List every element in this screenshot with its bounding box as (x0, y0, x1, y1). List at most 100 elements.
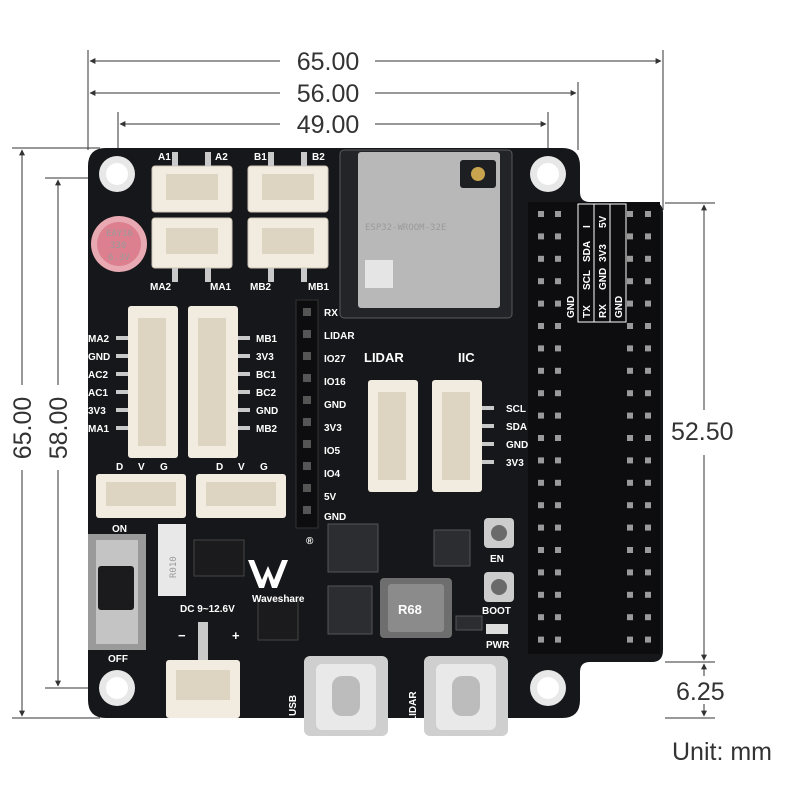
dim-top-inner: 49.00 (297, 111, 360, 139)
gpio-pin (538, 591, 544, 598)
gpio-pin (538, 278, 544, 285)
gpio-pin (627, 367, 633, 374)
lidar-iic-connectors (368, 380, 494, 492)
dim-left-overall: 65.00 (9, 397, 37, 460)
servo-b-g: G (260, 462, 268, 473)
gpio-label: SDA (582, 241, 593, 262)
pin-label: AC2 (88, 370, 108, 381)
switch-on: ON (112, 524, 127, 535)
brand-registered: ® (306, 536, 314, 547)
left-connectors (116, 306, 250, 458)
gpio-pin (555, 278, 561, 285)
label-pwr: PWR (486, 640, 510, 651)
brand-name: Waveshare (252, 594, 305, 605)
mounting-holes (99, 156, 566, 706)
gpio-pin (627, 211, 633, 217)
gpio-pin (555, 211, 561, 217)
module-label: ESP32-WROOM-32E (365, 223, 446, 233)
gpio-pin (555, 614, 561, 621)
gpio-pin (538, 412, 544, 419)
gpio-pin (627, 569, 633, 576)
power-components (158, 524, 299, 641)
iic-scl: SCL (506, 404, 526, 415)
cap-line1: EAY16 (106, 229, 133, 239)
io-label: 3V3 (324, 423, 342, 434)
gpio-pin (645, 255, 651, 262)
section-iic: IIC (458, 350, 475, 365)
gpio-label: 3V3 (598, 244, 609, 262)
gpio-pin (627, 278, 633, 285)
waveshare-logo (248, 560, 288, 588)
inductor-label: R68 (398, 602, 422, 617)
gpio-pin (538, 345, 544, 352)
gpio-label: GND (566, 296, 577, 318)
gpio-pin (645, 323, 651, 329)
pin-label: BC2 (256, 388, 276, 399)
label-a2: A2 (215, 152, 228, 163)
gpio-label: RX (598, 304, 609, 318)
gpio-pin (627, 457, 633, 464)
pin-label: GND (256, 406, 278, 417)
left-connector-a-labels: MA2 GND AC2 AC1 3V3 MA1 (88, 334, 110, 435)
pin-label: MB2 (256, 424, 278, 435)
gpio-label: 5V (598, 215, 609, 228)
gpio-pin (555, 233, 561, 240)
label-b2: B2 (312, 152, 325, 163)
gpio-label: SCL (582, 270, 593, 290)
usb-label: USB (288, 695, 299, 716)
cap-line3: 6.3V (108, 253, 130, 263)
gpio-pin (627, 502, 633, 509)
electrolytic-capacitor (91, 216, 147, 272)
gpio-pin (538, 547, 544, 553)
gpio-pin (538, 300, 544, 307)
gpio-pin (645, 591, 651, 598)
gpio-pin (538, 323, 544, 329)
servo-a-g: G (160, 462, 168, 473)
gpio-pin (538, 569, 544, 576)
gpio-pin (555, 547, 561, 553)
pin-label: 3V3 (88, 406, 106, 417)
gpio-pin (627, 636, 633, 643)
gpio-pin (538, 367, 544, 374)
servo-connectors (96, 474, 286, 518)
gpio-pin (645, 211, 651, 217)
label-b1: B1 (254, 152, 267, 163)
io-header (295, 299, 319, 529)
dimension-lines (12, 50, 715, 719)
gpio-label: I (582, 225, 593, 228)
gpio-table-labels: SDA 3V3 I 5V SCL GND TX RX GND GND (566, 215, 625, 318)
power-switch (88, 534, 146, 650)
gpio-pin (538, 524, 544, 531)
switch-off: OFF (108, 654, 128, 665)
gpio-pin (555, 300, 561, 307)
gpio-pin (627, 524, 633, 531)
io-label: IO5 (324, 446, 341, 457)
gpio-pin (627, 591, 633, 598)
minus-sign: − (178, 628, 186, 643)
input-voltage: DC 9~12.6V (180, 604, 235, 615)
cap-line2: 330 (110, 241, 126, 251)
button-boot: BOOT (482, 606, 511, 617)
gpio-table (577, 203, 627, 323)
gpio-pin (645, 367, 651, 374)
pin-label: GND (88, 352, 110, 363)
gpio-pin (645, 233, 651, 240)
io-label: IO4 (324, 469, 341, 480)
io-label: GND (324, 400, 346, 411)
dim-right-header: 52.50 (671, 418, 734, 446)
gpio-header (528, 202, 660, 654)
dim-left-inner: 58.00 (45, 397, 73, 460)
inductor (380, 578, 452, 638)
gpio-pin (538, 435, 544, 441)
servo-a-v: V (138, 462, 145, 473)
label-ma2: MA2 (150, 282, 172, 293)
io-label: GND (324, 512, 346, 523)
io-header-labels: RX LIDAR IO27 IO16 GND 3V3 IO5 IO4 5V GN… (324, 308, 355, 523)
gpio-pin (538, 211, 544, 217)
esp32-module (339, 149, 513, 319)
buttons (484, 518, 514, 634)
dim-right-offset: 6.25 (676, 678, 725, 706)
io-label: IO27 (324, 354, 346, 365)
